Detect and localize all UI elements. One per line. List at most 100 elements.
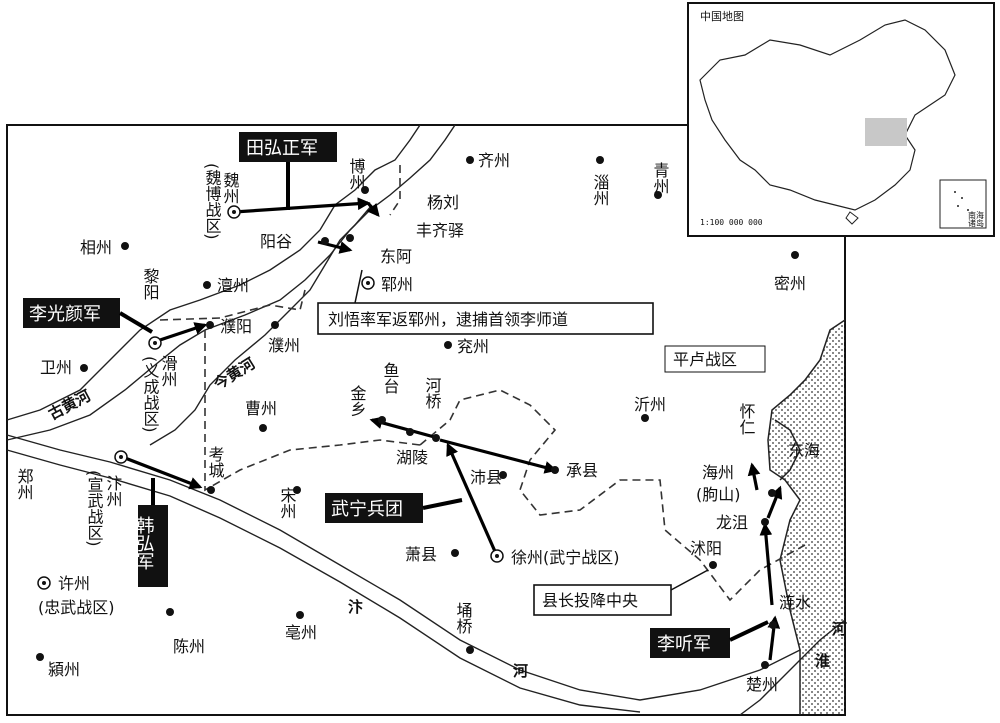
label-huling: 湖陵 [396,448,428,467]
label-xiangzhou: 相州 [80,238,112,257]
label-haizhou: 海州 [702,463,734,482]
inset-small-label-1: 南海 [968,210,984,220]
label-yunzhou: 郓州 [381,275,413,294]
route-li-ting-2 [759,522,774,606]
label-yongqiao: 埇桥 [454,602,473,634]
inset-highlight-region [865,118,907,146]
zone-boundary-3 [419,389,806,602]
river-label-gu-huanghe: 古黄河 [45,387,93,424]
army-li-guangyan-label: 李光颜军 [29,304,101,325]
place-labels: 魏州 (魏博战区) 博州 齐州 淄州 青州 杨刘 丰齐驿 阳谷 东阿 郓州 相州… [15,151,821,694]
bian-river-bank [6,449,641,713]
zone-capitals [37,205,504,590]
label-yanzhou: 兖州 [457,337,489,356]
army-li-ting: 李听军 [650,620,769,658]
route-wuning-north [446,442,499,557]
label-donge: 东阿 [380,247,412,266]
river-label-bian-2: 河 [513,662,528,680]
route-han-hong [124,456,203,490]
sea-area [768,320,845,715]
army-li-ting-label: 李听军 [657,634,711,655]
inset-china-map: 中国地图 南海 诸岛 1:100 000 000 [687,2,995,237]
note-xianzhang: 县长投降中央 [533,569,709,616]
label-bianzhou: 汴州 [104,475,123,507]
route-wuning-east [439,438,558,474]
zone-boundary-2 [204,330,421,492]
army-han-hong-label: 韩弘军 [134,516,155,570]
route-li-ting-3 [766,485,783,519]
label-yingzhou: 潁州 [48,660,80,679]
army-wuning-label: 武宁兵团 [331,499,403,520]
label-huairen: 怀仁 [737,403,756,435]
inner-coast-line [774,419,801,481]
army-han-hong: 韩弘军 [134,478,168,587]
zone-boundary-1 [159,289,306,321]
river-label-huai-1: 淮 [815,652,830,670]
army-labels: 田弘正军 李光颜军 韩弘军 武宁兵团 李听军 [23,132,769,658]
label-donghai: 东海 [788,441,820,460]
label-chenzhou: 陈州 [173,637,205,656]
label-yangliu: 杨刘 [427,193,459,212]
army-routes [124,197,783,661]
label-kaocheng: 考城 [206,446,225,479]
label-chuzhou: 楚州 [746,675,778,694]
label-bozhou: 博州 [347,158,366,190]
label-qizhou: 齐州 [478,151,510,170]
label-chanzhou: 澶州 [217,276,249,295]
note-xianzhang-text: 县长投降中央 [542,591,638,610]
label-jinxiang: 金乡 [348,385,367,417]
note-liu-wu-text: 刘悟率军返郓州，逮捕首领李师道 [328,310,568,329]
label-chengxian: 承县 [566,461,598,480]
label-caozhou: 曹州 [245,399,277,418]
label-bozhou2: 亳州 [285,623,317,642]
south-sea-inset [939,179,987,229]
coastline [767,319,846,715]
inset-small-label-2: 诸岛 [968,218,984,228]
label-heqiao: 河桥 [423,377,442,409]
label-xuzhou2: 许州 [58,574,90,593]
route-li-ting-4 [747,462,761,491]
label-bianzhou-sub: (宣武战区) [85,470,104,546]
label-yizhou: 沂州 [634,395,666,414]
river-label-huai-2: 河 [832,620,847,638]
label-xuzhou2-sub: (忠武战区) [38,598,115,617]
inset-scale: 1:100 000 000 [700,218,763,227]
note-liu-wu: 刘悟率军返郓州，逮捕首领李师道 [317,269,654,335]
bian-river [6,434,801,701]
army-tian-label: 田弘正军 [246,138,318,159]
label-miyzhou: 密州 [774,274,806,293]
route-tian-2 [366,201,380,217]
label-yanggu: 阳谷 [260,232,292,251]
label-lianshui: 涟水 [779,593,811,612]
army-tian: 田弘正军 [239,132,337,210]
inset-title: 中国地图 [700,10,744,23]
label-puyang: 濮阳 [220,317,252,336]
label-qingzhou: 青州 [651,162,670,194]
label-xiaoxian: 萧县 [405,545,437,564]
label-shuyang: 沭阳 [690,539,722,558]
pinglu-box [664,345,766,373]
label-yutai: 鱼台 [381,362,400,394]
label-pinglu: 平卢战区 [673,350,737,369]
label-weizhou2: 卫州 [40,358,72,377]
huai-river [739,619,846,716]
label-huazhou: 滑州 [159,355,178,387]
route-tian [233,197,371,214]
label-xuzhou: 徐州(武宁战区) [511,548,620,567]
label-ziozhou: 淄州 [591,174,610,206]
label-peixian: 沛县 [470,468,502,487]
label-songzhou: 宋州 [278,487,297,519]
ancient-yellow-river [6,124,421,421]
label-fengqiyi: 丰齐驿 [416,221,464,240]
label-weizhou: 魏州 [221,172,240,204]
ancient-yellow-river-bank [6,124,456,441]
label-huazhou-sub: (义成战区) [141,356,160,432]
label-zhengzhou: 郑州 [15,468,34,500]
label-puzhou: 濮州 [268,336,300,355]
label-liyang: 黎阳 [141,268,160,300]
label-haizhou-sub: (朐山) [696,485,741,504]
city-markers [36,156,799,669]
army-wuning: 武宁兵团 [325,493,463,523]
hainan-island [845,211,859,225]
